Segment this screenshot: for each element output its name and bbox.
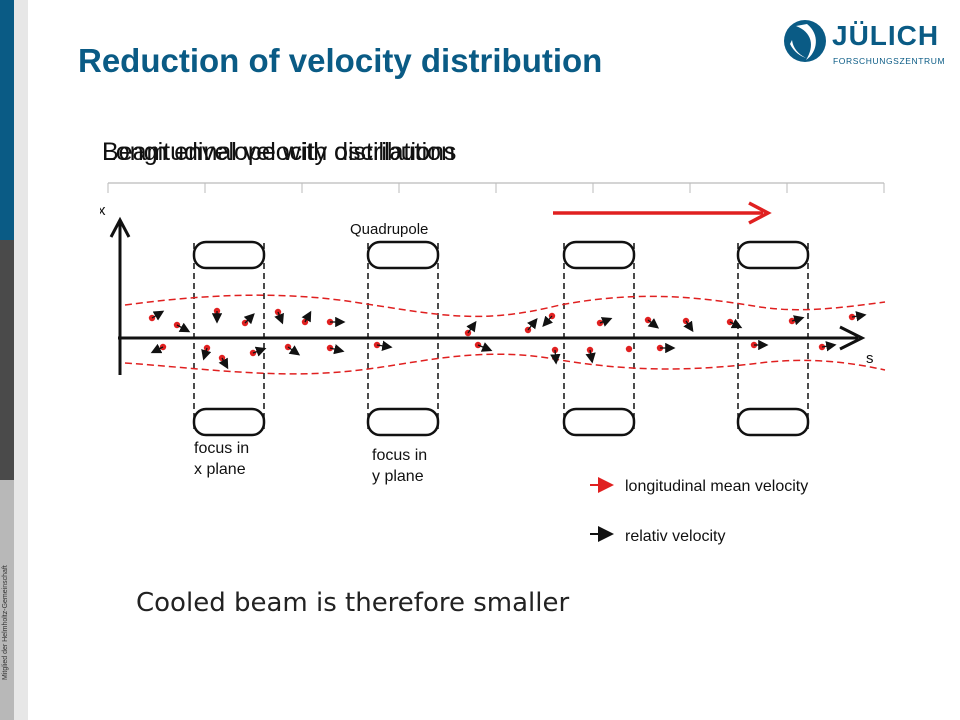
particle	[682, 317, 694, 333]
left-bar-dark-segment	[0, 240, 14, 480]
particle	[150, 343, 167, 354]
particle	[301, 310, 312, 326]
particle	[373, 340, 393, 351]
left-bar-blue-segment	[0, 0, 14, 240]
particle	[848, 311, 867, 322]
particle	[274, 308, 284, 325]
tick-ruler	[107, 182, 885, 193]
particle	[625, 345, 633, 353]
x-axis-label: x	[100, 202, 106, 219]
particle	[211, 307, 223, 324]
quadrupole-2	[366, 240, 440, 437]
heading-longitudinal-velocity: Longitudinal velocity distribution	[102, 138, 455, 166]
particle	[148, 310, 165, 322]
particle	[474, 341, 493, 352]
particle	[326, 316, 346, 328]
quadrupole-3	[562, 240, 636, 437]
page-title: Reduction of velocity distribution	[78, 42, 603, 79]
focus-y-label-line2: y plane	[372, 468, 424, 485]
legend: longitudinal mean velocity relativ veloc…	[590, 477, 808, 545]
logo-name: JÜLICH	[832, 20, 940, 51]
particle	[173, 321, 191, 333]
bottom-statement: Cooled beam is therefore smaller	[136, 588, 570, 618]
particle	[201, 344, 212, 361]
beam-diagram: x s Quadrupole	[100, 182, 886, 545]
particle	[750, 339, 769, 351]
legend-mean-velocity-label: longitudinal mean velocity	[625, 478, 808, 495]
particle	[218, 354, 229, 370]
focus-x-label-line2: x plane	[194, 461, 246, 478]
quadrupole-4	[736, 240, 810, 437]
particle	[818, 341, 837, 352]
particle	[644, 316, 660, 329]
particle	[788, 315, 805, 326]
heading-beam-envelope: Beam envelope with oscillations	[102, 138, 457, 166]
left-bar-gray-segment	[0, 480, 14, 720]
beam-envelope-upper	[124, 294, 886, 318]
legend-relative-velocity-label: relativ velocity	[625, 528, 725, 545]
s-axis-arrowhead	[839, 325, 866, 351]
particle	[585, 346, 596, 364]
particle	[596, 317, 613, 327]
particle	[550, 346, 561, 365]
beam-envelope-lower	[124, 353, 886, 375]
particle	[326, 344, 345, 355]
focus-x-label-line1: focus in	[194, 440, 249, 457]
particle	[249, 346, 267, 357]
focus-y-label-line1: focus in	[372, 447, 427, 464]
x-axis-arrowhead	[109, 216, 131, 238]
quadrupole-1	[192, 240, 266, 437]
particle	[726, 318, 743, 329]
particle	[464, 320, 477, 337]
left-color-bar	[0, 0, 14, 720]
particle	[542, 312, 556, 327]
left-gray-strip	[14, 0, 28, 720]
juelich-logo-icon	[784, 20, 826, 62]
juelich-logo: JÜLICH FORSCHUNGSZENTRUM	[780, 14, 950, 70]
quadrupole-label: Quadrupole	[350, 221, 428, 238]
mean-velocity-arrowhead	[748, 201, 772, 225]
particle	[284, 343, 301, 356]
helmholtz-membership-text: Mitglied der Helmholtz-Gemeinschaft	[2, 565, 9, 680]
particle	[241, 313, 255, 327]
particle	[656, 342, 676, 354]
particle-group	[148, 307, 867, 370]
logo-subtitle: FORSCHUNGSZENTRUM	[833, 56, 946, 66]
s-axis-label: s	[866, 350, 874, 367]
particle	[524, 317, 538, 334]
